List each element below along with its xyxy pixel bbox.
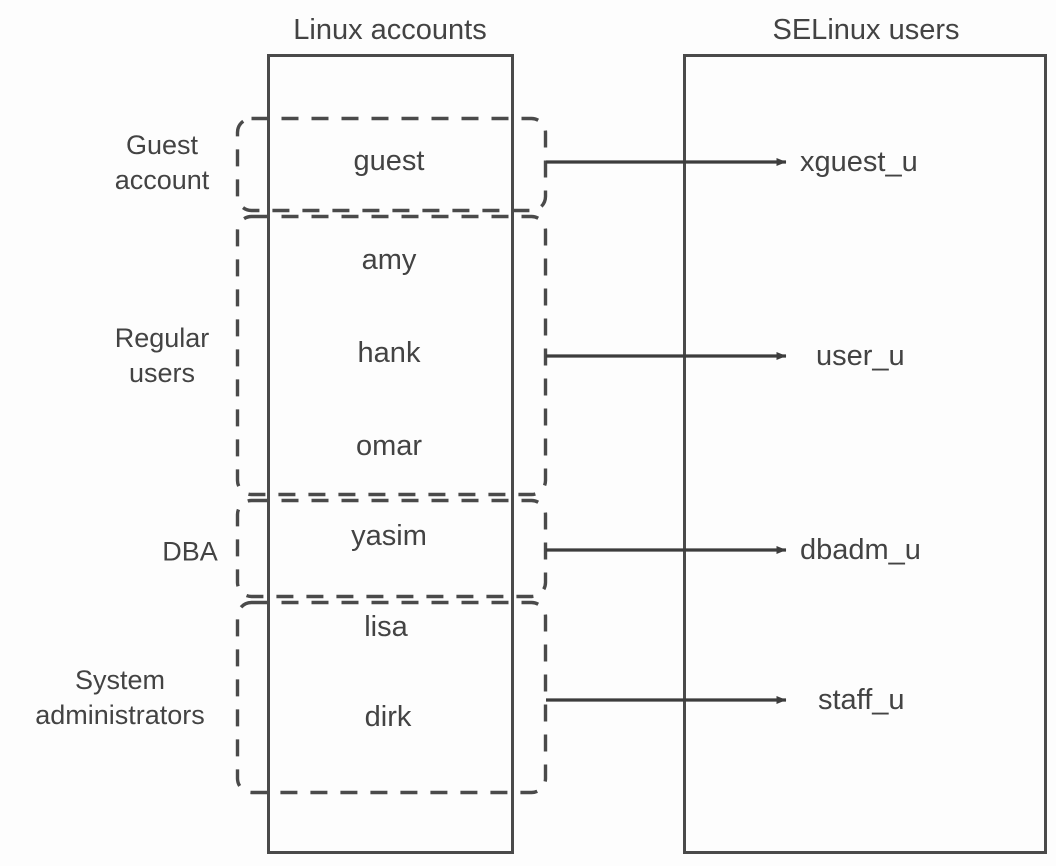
group-box-dba — [235, 498, 548, 599]
group-label-guest-account: Guest account — [114, 129, 210, 195]
group-label-dba: DBA — [162, 536, 218, 567]
group-label-regular-users: Regular users — [114, 322, 210, 388]
column-header-selinux-users: SELinux users — [772, 14, 960, 47]
account-name-lisa: lisa — [364, 611, 408, 644]
column-header-linux-accounts: Linux accounts — [293, 14, 487, 47]
group-label-system-administrators: System administrators — [35, 664, 205, 730]
account-name-amy: amy — [361, 244, 417, 277]
group-box-regular-users — [235, 214, 548, 497]
account-name-hank: hank — [357, 337, 421, 370]
selinux-user-dbadm-u: dbadm_u — [800, 534, 921, 567]
account-name-omar: omar — [355, 430, 423, 463]
selinux-user-staff-u: staff_u — [818, 684, 905, 717]
account-name-yasim: yasim — [351, 520, 427, 553]
selinux-user-xguest-u: xguest_u — [800, 146, 918, 179]
account-name-guest: guest — [353, 145, 425, 178]
account-name-dirk: dirk — [364, 701, 412, 734]
selinux-user-user-u: user_u — [816, 340, 905, 373]
group-box-guest-account — [235, 116, 548, 213]
selinux-users-box — [683, 54, 1047, 854]
linux-accounts-box — [267, 54, 514, 854]
